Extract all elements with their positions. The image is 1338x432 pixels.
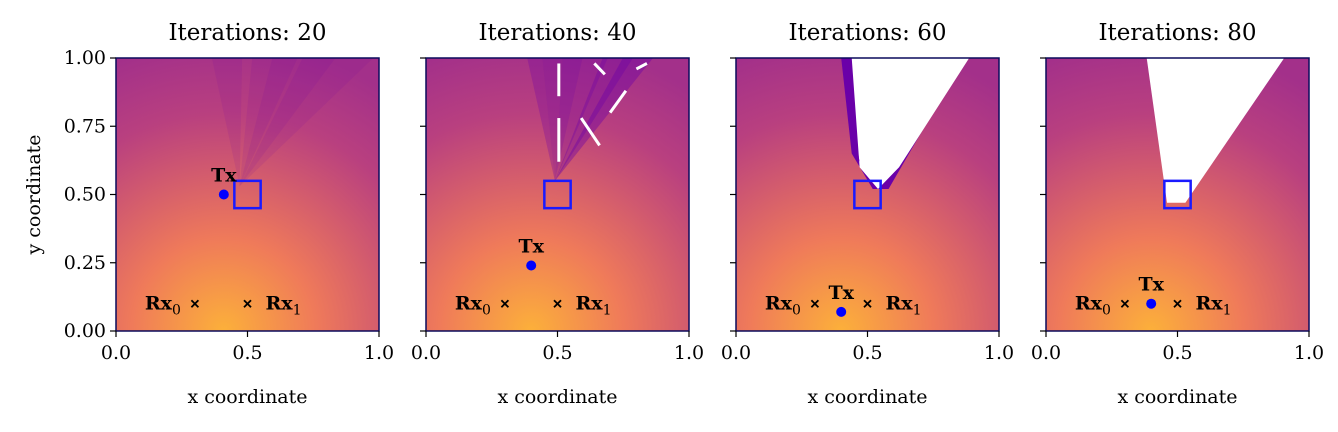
tx-marker — [218, 189, 229, 200]
receiver-marker-1 — [863, 299, 872, 308]
target-box — [233, 179, 262, 210]
y-tick-label: 0.50 — [64, 184, 106, 206]
target-box — [543, 179, 572, 210]
x-tick-label: 0.0 — [101, 342, 131, 364]
heatmap-field — [116, 58, 379, 331]
receiver-marker-1 — [243, 299, 252, 308]
target-box — [853, 179, 882, 210]
x-axis-label: x coordinate — [187, 386, 307, 408]
tx-label: Tx — [518, 235, 544, 257]
panel-title: Iterations: 80 — [1098, 20, 1256, 46]
tx-label: Tx — [211, 165, 237, 187]
y-axis-label: y coordinate — [23, 134, 45, 255]
shadow-region — [1146, 58, 1285, 203]
heatmap-field — [426, 58, 689, 331]
tx-label: Tx — [828, 282, 854, 304]
panel-title: Iterations: 20 — [168, 20, 326, 46]
shadow-region — [527, 58, 654, 181]
x-tick-label: 0.5 — [852, 342, 882, 364]
y-tick-label: 1.00 — [64, 47, 106, 69]
shadow-region — [841, 58, 970, 190]
x-tick-label: 1.0 — [984, 342, 1014, 364]
tx-label: Tx — [1138, 274, 1164, 296]
y-tick-label: 0.75 — [64, 115, 106, 137]
receiver-marker-0 — [810, 299, 820, 308]
tx-marker — [526, 260, 537, 271]
x-tick-label: 0.0 — [721, 342, 751, 364]
panel-title: Iterations: 60 — [788, 20, 946, 46]
receiver-marker-1 — [553, 299, 562, 308]
x-axis-label: x coordinate — [807, 386, 927, 408]
target-box — [1163, 179, 1192, 210]
x-tick-label: 0.0 — [1031, 342, 1061, 364]
receiver-marker-0 — [1120, 299, 1130, 308]
x-tick-label: 1.0 — [364, 342, 394, 364]
panel-title: Iterations: 40 — [478, 20, 636, 46]
tx-marker — [836, 306, 847, 317]
tx-marker — [1146, 298, 1157, 309]
x-tick-label: 1.0 — [674, 342, 704, 364]
x-axis-label: x coordinate — [1117, 386, 1237, 408]
receiver-marker-1 — [1173, 299, 1182, 308]
y-tick-label: 0.25 — [64, 252, 106, 274]
x-tick-label: 1.0 — [1294, 342, 1324, 364]
x-tick-label: 0.5 — [232, 342, 262, 364]
x-tick-label: 0.0 — [411, 342, 441, 364]
receiver-marker-0 — [190, 299, 200, 308]
shadow-region — [211, 58, 374, 187]
receiver-marker-0 — [500, 299, 510, 308]
x-axis-label: x coordinate — [497, 386, 617, 408]
x-tick-label: 0.5 — [542, 342, 572, 364]
y-tick-label: 0.00 — [64, 320, 106, 342]
x-tick-label: 0.5 — [1162, 342, 1192, 364]
